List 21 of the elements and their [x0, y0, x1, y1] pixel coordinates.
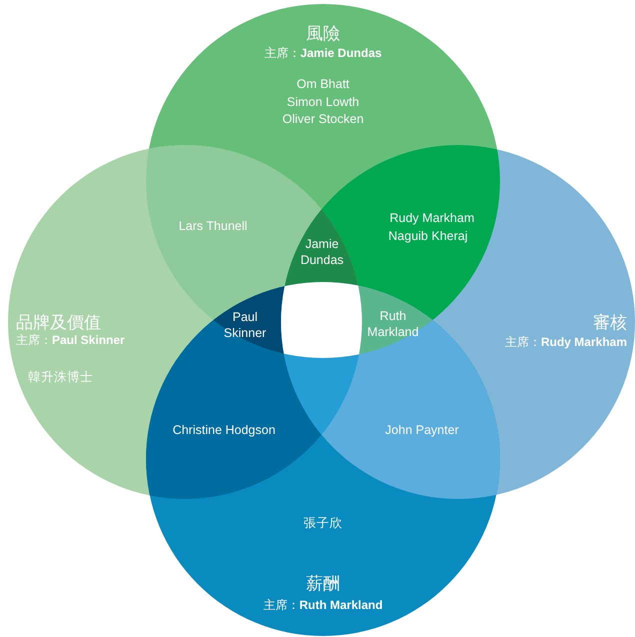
member-name: Oliver Stocken [282, 112, 364, 127]
member-name: Naguib Kheraj [388, 229, 468, 245]
committee-title: 審核 [593, 313, 627, 334]
committee-title: 風險 [306, 24, 340, 44]
member-name: Om Bhatt [296, 77, 350, 92]
member-name: Lars Thunell [178, 219, 248, 235]
member-name: Ruth Markland [366, 309, 420, 340]
committee-title: 薪酬 [306, 574, 340, 594]
chair-line: 主席：Paul Skinner [16, 333, 125, 348]
committee-title: 品牌及價值 [16, 313, 101, 334]
chair-line: 主席：Ruth Markland [263, 598, 383, 612]
member-name: 張子欣 [304, 516, 342, 531]
member-name: Christine Hodgson [172, 423, 276, 439]
chair-line: 主席：Rudy Markham [504, 335, 627, 350]
member-name: Simon Lowth [286, 95, 360, 110]
member-name: John Paynter [385, 423, 459, 439]
member-name: Paul Skinner [222, 310, 268, 342]
member-name: 韓升洙博士 [28, 370, 93, 385]
member-name: Rudy Markham [390, 211, 474, 227]
chair-line: 主席：Jamie Dundas [264, 46, 382, 60]
member-name: Jamie Dundas [299, 237, 345, 268]
